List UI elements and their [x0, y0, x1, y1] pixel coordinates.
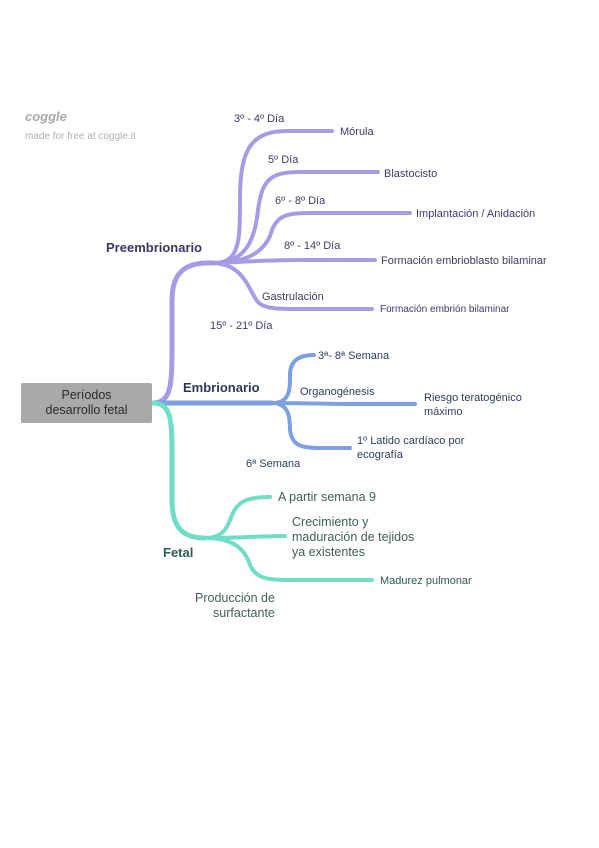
leaf-embrion-bilaminar[interactable]: Formación embrión bilaminar — [380, 304, 510, 315]
leaf-madurez-pulmonar[interactable]: Madurez pulmonar — [380, 575, 472, 587]
root-line-2: desarrollo fetal — [45, 403, 128, 417]
label-surfactante-line-1: Producción de — [195, 591, 275, 605]
branch-madurez — [203, 536, 374, 582]
leaf-crecimiento-line-1: Crecimiento y — [292, 515, 369, 529]
leaf-semana-9[interactable]: A partir semana 9 — [278, 490, 376, 504]
branch-latido — [270, 401, 352, 450]
label-surfactante-line-2: surfactante — [213, 606, 275, 620]
leaf-latido-line-1: 1º Latido cardíaco por — [357, 435, 465, 447]
branch-gastrulacion — [212, 261, 374, 311]
label-8-14-dia: 8º - 14º Día — [284, 240, 341, 252]
leaf-riesgo-line-1: Riesgo teratogénico — [424, 392, 522, 404]
coggle-tagline: made for free at coggle.it — [25, 131, 136, 142]
leaf-blastocisto[interactable]: Blastocisto — [384, 168, 438, 180]
branch-semana-9 — [203, 495, 272, 540]
label-6-semana: 6ª Semana — [246, 458, 301, 470]
branch-morula — [212, 128, 334, 265]
label-organogenesis: Organogénesis — [300, 386, 375, 398]
coggle-logo: coggle — [25, 109, 67, 124]
leaf-crecimiento-line-3: ya existentes — [292, 545, 365, 559]
branch-implantacion — [212, 211, 412, 265]
leaf-implantacion[interactable]: Implantación / Anidación — [416, 208, 536, 220]
branch-embrioblasto — [212, 258, 377, 265]
label-5-dia: 5º Día — [268, 154, 299, 166]
label-gastrulacion: Gastrulación — [262, 291, 324, 303]
label-15-21-dia: 15º - 21º Día — [210, 320, 273, 332]
leaf-riesgo-line-2: máximo — [424, 406, 463, 418]
leaf-crecimiento-line-2: maduración de tejidos — [292, 530, 415, 544]
node-preembrionario[interactable]: Preembrionario — [106, 240, 203, 255]
leaf-crecimiento[interactable]: Crecimiento y maduración de tejidos ya e… — [292, 515, 414, 560]
branch-blastocisto — [212, 170, 380, 265]
leaf-embrioblasto[interactable]: Formación embrioblasto bilaminar — [381, 255, 547, 267]
label-surfactante: Producción de surfactante — [195, 591, 275, 621]
label-3-4-dia: 3º - 4º Día — [234, 113, 285, 125]
leaf-riesgo-teratogenico[interactable]: Riesgo teratogénico máximo — [424, 391, 522, 419]
branch-riesgo — [270, 401, 417, 406]
root-node[interactable]: Períodos desarrollo fetal — [21, 383, 152, 423]
branch-fetal — [149, 400, 208, 541]
label-6-8-dia: 6º - 8º Día — [275, 195, 326, 207]
label-3-8-semana: 3ª- 8ª Semana — [318, 350, 390, 362]
leaf-latido-cardiaco[interactable]: 1º Latido cardíaco por ecografía — [357, 434, 464, 462]
leaf-latido-line-2: ecografía — [357, 449, 403, 461]
node-fetal[interactable]: Fetal — [163, 545, 194, 560]
root-line-1: Períodos — [61, 388, 112, 402]
branch-3-8-semana — [270, 353, 316, 405]
node-embrionario[interactable]: Embrionario — [183, 380, 260, 395]
branch-preembrionario — [149, 260, 217, 406]
leaf-morula[interactable]: Mórula — [340, 126, 374, 138]
